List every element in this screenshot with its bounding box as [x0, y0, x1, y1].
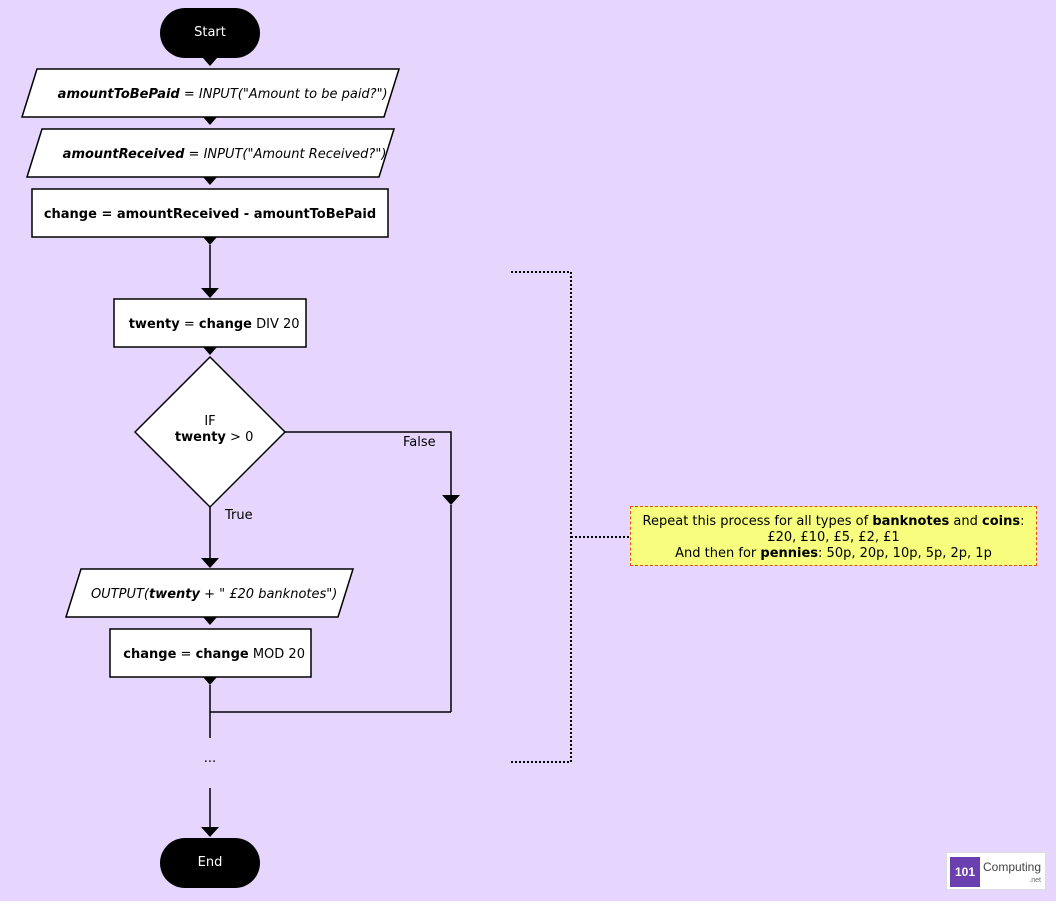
input2-call: INPUT("Amount Received?"): [204, 147, 387, 162]
true-branch-arrow: [201, 558, 219, 568]
svg-text:amountReceived = INPUT("Amount: amountReceived = INPUT("Amount Received?…: [42, 147, 399, 162]
logo-mark: 101: [950, 857, 980, 887]
arrow-input2: [203, 177, 217, 185]
mod-eq: =: [176, 647, 195, 662]
twenty-eq: =: [180, 317, 199, 332]
twenty-rhs: change: [199, 317, 252, 332]
note-banknotes: banknotes: [872, 514, 950, 529]
arrow-into-twenty: [201, 288, 219, 298]
false-label: False: [403, 435, 436, 450]
process-mod: [109, 628, 312, 678]
start-terminal: [160, 8, 260, 58]
decision-keyword: IF: [204, 414, 215, 429]
input2-op: =: [184, 147, 203, 162]
arrow-output: [203, 617, 217, 625]
arrow-start: [203, 58, 217, 66]
false-branch-line: [285, 431, 452, 495]
output-var: twenty: [149, 587, 201, 602]
arrow-change-head: [203, 237, 217, 245]
input1-var: amountToBePaid: [58, 87, 181, 102]
note-l1a: Repeat this process for all types of: [642, 514, 873, 529]
svg-text:amountToBePaid = INPUT("Amount: amountToBePaid = INPUT("Amount to be pai…: [37, 87, 400, 102]
input1-op: =: [180, 87, 199, 102]
mod-rhs: change: [196, 647, 249, 662]
note-line-2: £20, £10, £5, £2, £1: [767, 530, 900, 545]
decision-cond: > 0: [226, 430, 253, 445]
ellipsis: ...: [204, 751, 216, 766]
note-line-3: And then for pennies: 50p, 20p, 10p, 5p,…: [631, 546, 1036, 562]
note-l1e: :: [1020, 514, 1025, 529]
input2-var: amountReceived: [63, 147, 185, 162]
repeat-note: Repeat this process for all types of ban…: [630, 506, 1037, 566]
mod-op: MOD 20: [249, 647, 305, 662]
note-l3c: : 50p, 20p, 10p, 5p, 2p, 1p: [818, 546, 992, 561]
arrow-mod: [203, 677, 217, 685]
note-l3a: And then for: [675, 546, 761, 561]
end-terminal: [160, 838, 260, 888]
start-label: Start: [194, 25, 226, 40]
mod-lhs: change: [123, 647, 176, 662]
output-suffix: + " £20 banknotes"): [200, 587, 337, 602]
arrow-input1: [203, 117, 217, 125]
twenty-op: DIV 20: [252, 317, 300, 332]
true-label: True: [224, 508, 253, 523]
logo-net: .net: [1029, 877, 1041, 884]
process-change-label: change = amountReceived - amountToBePaid: [44, 207, 376, 222]
output-twenty: [64, 568, 355, 618]
output-prefix: OUTPUT(: [91, 587, 150, 602]
svg-text:OUTPUT(twenty + " £20 banknote: OUTPUT(twenty + " £20 banknotes"): [70, 587, 349, 602]
false-branch-arrow: [442, 495, 460, 505]
end-label: End: [198, 855, 223, 870]
twenty-lhs: twenty: [129, 317, 181, 332]
svg-text:twenty > 0: twenty > 0: [154, 430, 266, 445]
svg-text:twenty = change DIV 20: twenty = change DIV 20: [108, 317, 312, 332]
svg-text:change = change MOD 20: change = change MOD 20: [103, 647, 318, 662]
logo-wordmark: Computing: [983, 860, 1042, 874]
note-line-1: Repeat this process for all types of ban…: [631, 514, 1036, 530]
note-coins: coins: [981, 514, 1021, 529]
brand-logo: 101 Computing .net: [946, 852, 1046, 890]
arrow-to-end: [201, 827, 219, 837]
note-l1c: and: [949, 514, 982, 529]
input1-call: INPUT("Amount to be paid?"): [199, 87, 388, 102]
input-amount-to-be-paid: [20, 68, 401, 118]
decision-var: twenty: [175, 430, 227, 445]
input-amount-received: [25, 128, 396, 178]
note-pennies: pennies: [760, 546, 819, 561]
repeat-bracket: [511, 271, 572, 763]
arrow-twenty: [203, 347, 217, 355]
